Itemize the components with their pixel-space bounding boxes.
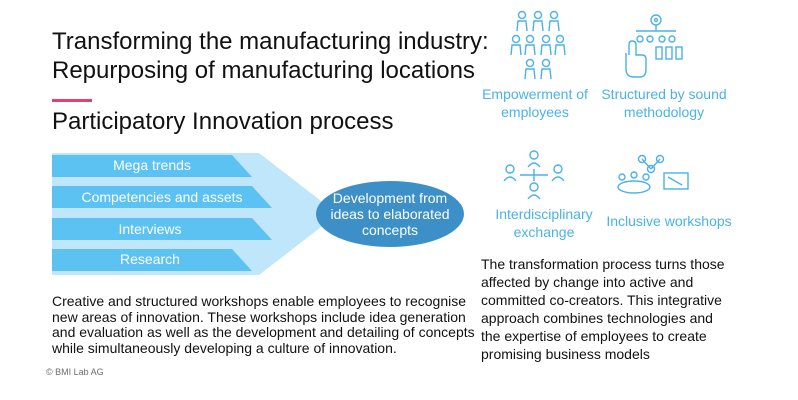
feature-empowerment: Empowerment of employees <box>478 85 592 121</box>
workshop-table-icon <box>617 154 689 194</box>
feature-interdisciplinary: Interdisciplinary exchange <box>484 205 604 241</box>
funnel-arrow-1 <box>52 155 252 177</box>
people-group-icon <box>510 10 566 80</box>
feature-empowerment-line1: Empowerment of <box>482 86 588 102</box>
funnel-backdrop <box>52 153 334 275</box>
feature-methodology-line1: Structured by sound <box>601 86 727 102</box>
body-paragraph: Creative and structured workshops enable… <box>52 293 475 356</box>
feature-methodology-line2: methodology <box>623 104 705 120</box>
result-line1: Development from <box>332 190 448 206</box>
hand-network-icon <box>625 14 683 78</box>
result-label: Development from ideas to elaborated con… <box>296 190 484 238</box>
result-line2: ideas to elaborated <box>330 206 450 222</box>
funnel-item-interviews: Interviews <box>118 221 182 237</box>
funnel-arrow-3 <box>52 218 272 240</box>
funnel-arrow-4 <box>52 249 252 271</box>
funnel-diagram <box>52 153 464 275</box>
funnel-item-competencies: Competencies and assets <box>81 189 243 205</box>
section-subtitle: Participatory Innovation process <box>52 108 394 135</box>
feature-interdisciplinary-line1: Interdisciplinary <box>495 206 593 222</box>
funnel-arrow-2 <box>52 186 272 208</box>
result-line3: concepts <box>361 222 419 238</box>
result-ellipse <box>316 181 464 247</box>
funnel-item-research: Research <box>120 251 180 267</box>
feature-interdisciplinary-line2: exchange <box>513 224 575 240</box>
feature-empowerment-line2: employees <box>501 104 569 120</box>
slide-title-line1: Transforming the manufacturing industry: <box>52 28 489 55</box>
copyright-notice: © BMI Lab AG <box>46 367 104 377</box>
feature-inclusive-workshops: Inclusive workshops <box>606 213 732 229</box>
accent-divider <box>52 99 92 102</box>
feature-methodology: Structured by sound methodology <box>596 85 732 121</box>
person-exchange-icon <box>503 150 565 200</box>
right-paragraph: The transformation process turns those a… <box>481 256 725 362</box>
funnel-item-mega-trends: Mega trends <box>113 157 191 173</box>
slide-title-line2: Repurposing of manufacturing locations <box>52 57 475 84</box>
